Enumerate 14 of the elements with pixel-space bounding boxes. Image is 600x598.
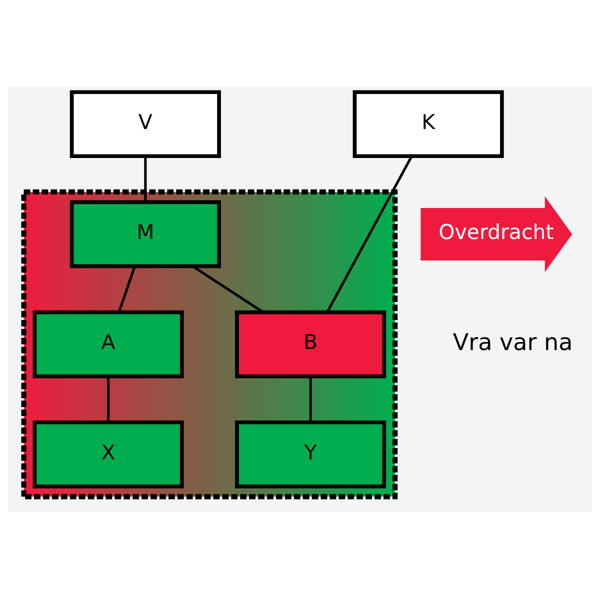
node-box: M bbox=[70, 200, 221, 268]
connector bbox=[309, 376, 312, 422]
connector bbox=[107, 376, 110, 422]
cluster bbox=[21, 188, 398, 499]
node-box: X bbox=[32, 420, 184, 488]
connector bbox=[144, 156, 147, 202]
node-box: K bbox=[352, 90, 504, 158]
connector bbox=[118, 266, 136, 312]
connector bbox=[326, 155, 413, 312]
node-box: A bbox=[32, 310, 184, 378]
node-box: Y bbox=[235, 420, 386, 488]
node-box: B bbox=[235, 310, 386, 378]
node-box: V bbox=[70, 90, 221, 158]
label: Vra var na bbox=[452, 329, 573, 356]
